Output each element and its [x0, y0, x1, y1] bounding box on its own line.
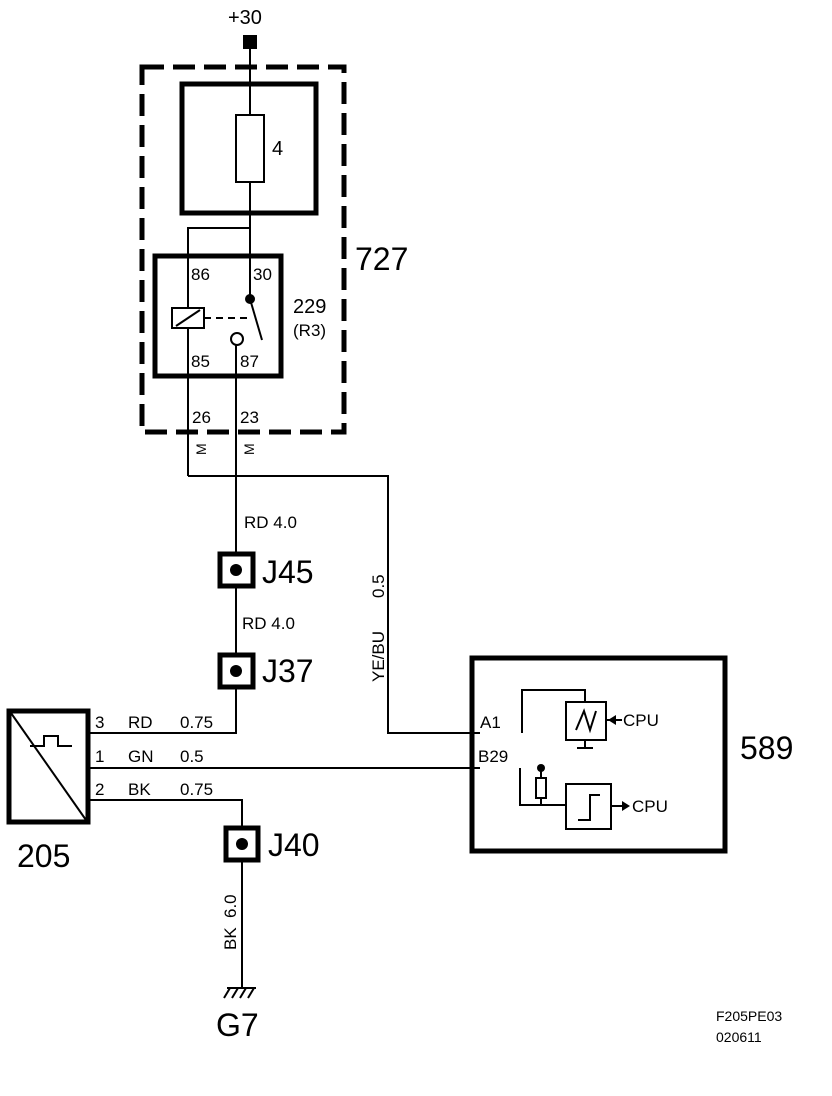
j45-label: J45	[262, 554, 314, 590]
sensor-rd-wire	[90, 689, 237, 734]
fuse-number: 4	[272, 138, 283, 160]
relay-pin-87: 87	[240, 352, 259, 371]
box-pin-23-m: M	[241, 443, 257, 455]
relay-pin-30: 30	[253, 265, 272, 284]
ecu-id: 589	[740, 730, 793, 766]
ecu-input-stage-icon	[565, 701, 607, 741]
j40-connector	[223, 825, 261, 863]
rd-top-label: RD 4.0	[244, 513, 297, 532]
ecu-cpu2-label: CPU	[632, 797, 668, 816]
box-pin-23: 23	[240, 408, 259, 427]
box-pin-26: 26	[192, 408, 211, 427]
sensor-bk-wire	[90, 799, 243, 828]
ecu-pin-a1: A1	[480, 713, 501, 732]
sensor-pulse-icon	[30, 735, 72, 747]
ecu-housing	[469, 655, 728, 854]
sensor-housing	[6, 708, 91, 825]
relay-pin-85: 85	[191, 352, 210, 371]
j45-dot	[230, 564, 242, 576]
sensor-pin-2-size: 0.75	[180, 780, 213, 799]
sensor-pin-3-num: 3	[95, 713, 104, 732]
box-pin-26-m: M	[193, 443, 209, 455]
ecu-pullup-resistor-icon	[535, 777, 547, 799]
ground-wire-color: BK	[221, 927, 240, 950]
relay-box-id: 727	[355, 241, 408, 277]
ground-id: G7	[216, 1007, 259, 1043]
relay-coil-diagonal	[175, 309, 201, 327]
j37-connector	[217, 652, 256, 690]
j40-dot	[236, 838, 248, 850]
sensor-pin-3-color: RD	[128, 713, 153, 732]
j37-label: J37	[262, 653, 314, 689]
relay-id: 229	[293, 296, 326, 318]
power-terminal	[243, 35, 257, 49]
ecu-schmitt-trigger-icon	[565, 783, 612, 830]
j37-dot	[230, 665, 242, 677]
ecu-cpu1-label: CPU	[623, 711, 659, 730]
ecu-b29-internal-wire	[519, 768, 566, 806]
relay-contact-87	[230, 332, 244, 346]
j45-connector	[217, 551, 256, 589]
sensor-id: 205	[17, 838, 70, 874]
ground-symbol-icon	[223, 987, 256, 999]
relay-box-outline	[139, 64, 347, 435]
power-label: +30	[228, 7, 262, 29]
sensor-pin-1-color: GN	[128, 747, 154, 766]
ecu-schmitt-step-icon	[578, 794, 600, 821]
ecu-a1-internal-wire	[521, 689, 586, 733]
relay-code: (R3)	[293, 321, 326, 340]
yebu-wire	[188, 475, 480, 734]
diagram-date: 020611	[716, 1029, 762, 1045]
relay-housing	[152, 253, 284, 379]
relay-pin-86: 86	[191, 265, 210, 284]
ecu-cpu1-arrow-icon	[608, 715, 616, 725]
sensor-pin-1-num: 1	[95, 747, 104, 766]
sensor-pin-3-size: 0.75	[180, 713, 213, 732]
yebu-color-label: YE/BU	[369, 631, 388, 682]
sensor-pin-2-num: 2	[95, 780, 104, 799]
sensor-pin-2-color: BK	[128, 780, 151, 799]
ecu-pin-b29: B29	[478, 747, 508, 766]
ecu-cpu2-arrow-icon	[622, 801, 630, 811]
ecu-input-zener-icon	[575, 708, 597, 734]
sensor-pin-1-size: 0.5	[180, 747, 204, 766]
yebu-size-label: 0.5	[369, 574, 388, 598]
fuse-element	[235, 114, 265, 183]
ground-wire-size: 6.0	[221, 894, 240, 918]
rd-mid-label: RD 4.0	[242, 614, 295, 633]
sensor-diagonal	[10, 712, 87, 821]
relay-switch-arm	[249, 298, 263, 341]
diagram-code: F205PE03	[716, 1008, 782, 1024]
j40-label: J40	[268, 827, 320, 863]
fuse-housing	[179, 81, 319, 216]
